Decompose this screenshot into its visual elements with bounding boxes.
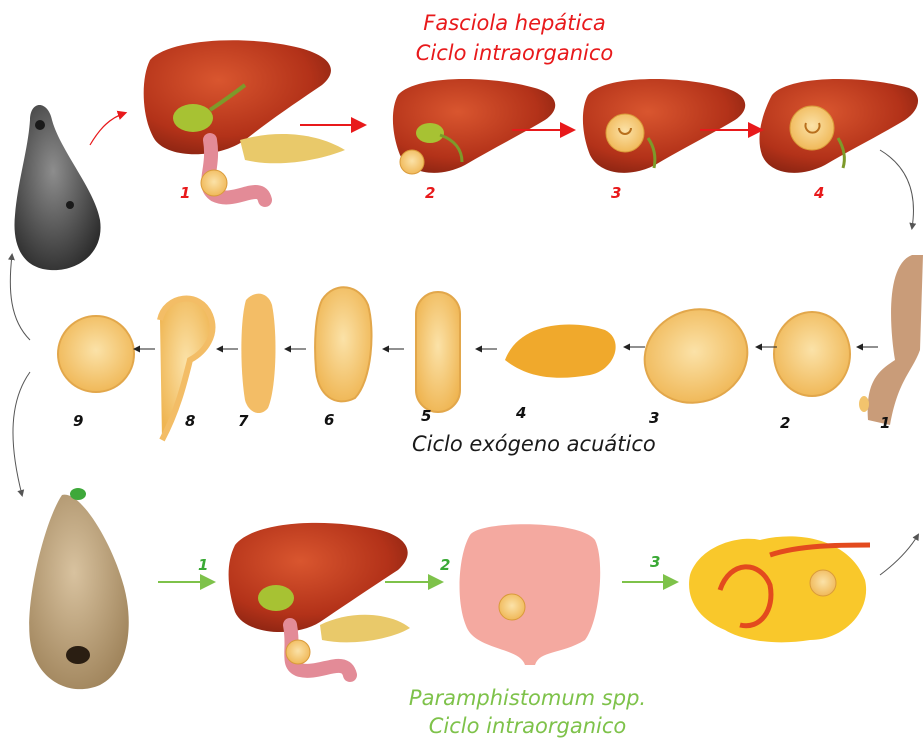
paramphistomum-step-label: 1 [198, 556, 208, 574]
fasciola-step-label: 4 [814, 184, 824, 202]
fasciola-step-label: 3 [611, 184, 621, 202]
exogenous-step-label: 5 [421, 407, 431, 425]
exogenous-title: Ciclo exógeno acuático [412, 432, 656, 456]
exogenous-step-label: 3 [649, 409, 659, 427]
exogenous-step-label: 9 [73, 412, 83, 430]
paramphistomum-adult [29, 488, 129, 689]
exogenous-step-label: 7 [238, 412, 248, 430]
exogenous-step-label: 1 [880, 414, 890, 432]
fasciola-liver-1 [144, 40, 345, 200]
fasciola-step-label: 2 [425, 184, 435, 202]
exogenous-stages [58, 287, 850, 440]
fasciola-title-line2: Ciclo intraorganico [412, 41, 617, 65]
fasciola-liver-2 [393, 79, 555, 174]
fasciola-step-label: 1 [180, 184, 190, 202]
exogenous-step-label: 8 [185, 412, 195, 430]
fasciola-liver-3 [583, 79, 745, 173]
paramphistomum-step-label: 3 [650, 553, 660, 571]
paramphistomum-intestine [460, 524, 601, 665]
exogenous-step-label: 4 [516, 404, 526, 422]
fasciola-title: Fasciola hepática Ciclo intraorganico [412, 11, 617, 65]
paramphistomum-liver [229, 523, 410, 675]
exogenous-step-label: 2 [780, 414, 790, 432]
fasciola-liver-4 [759, 79, 918, 173]
fasciola-adult-fluke [14, 105, 100, 270]
exogenous-step-label: 6 [324, 411, 334, 429]
paramphistomum-title: Paramphistomum spp. Ciclo intraorganico [405, 686, 650, 738]
paramphistomum-rumen [689, 535, 918, 642]
intestine-segment [859, 255, 923, 425]
fasciola-title-line1: Fasciola hepática [412, 11, 617, 35]
paramphistomum-step-label: 2 [440, 556, 450, 574]
paramphistomum-title-line1: Paramphistomum spp. [405, 686, 650, 710]
paramphistomum-title-line2: Ciclo intraorganico [405, 714, 650, 738]
